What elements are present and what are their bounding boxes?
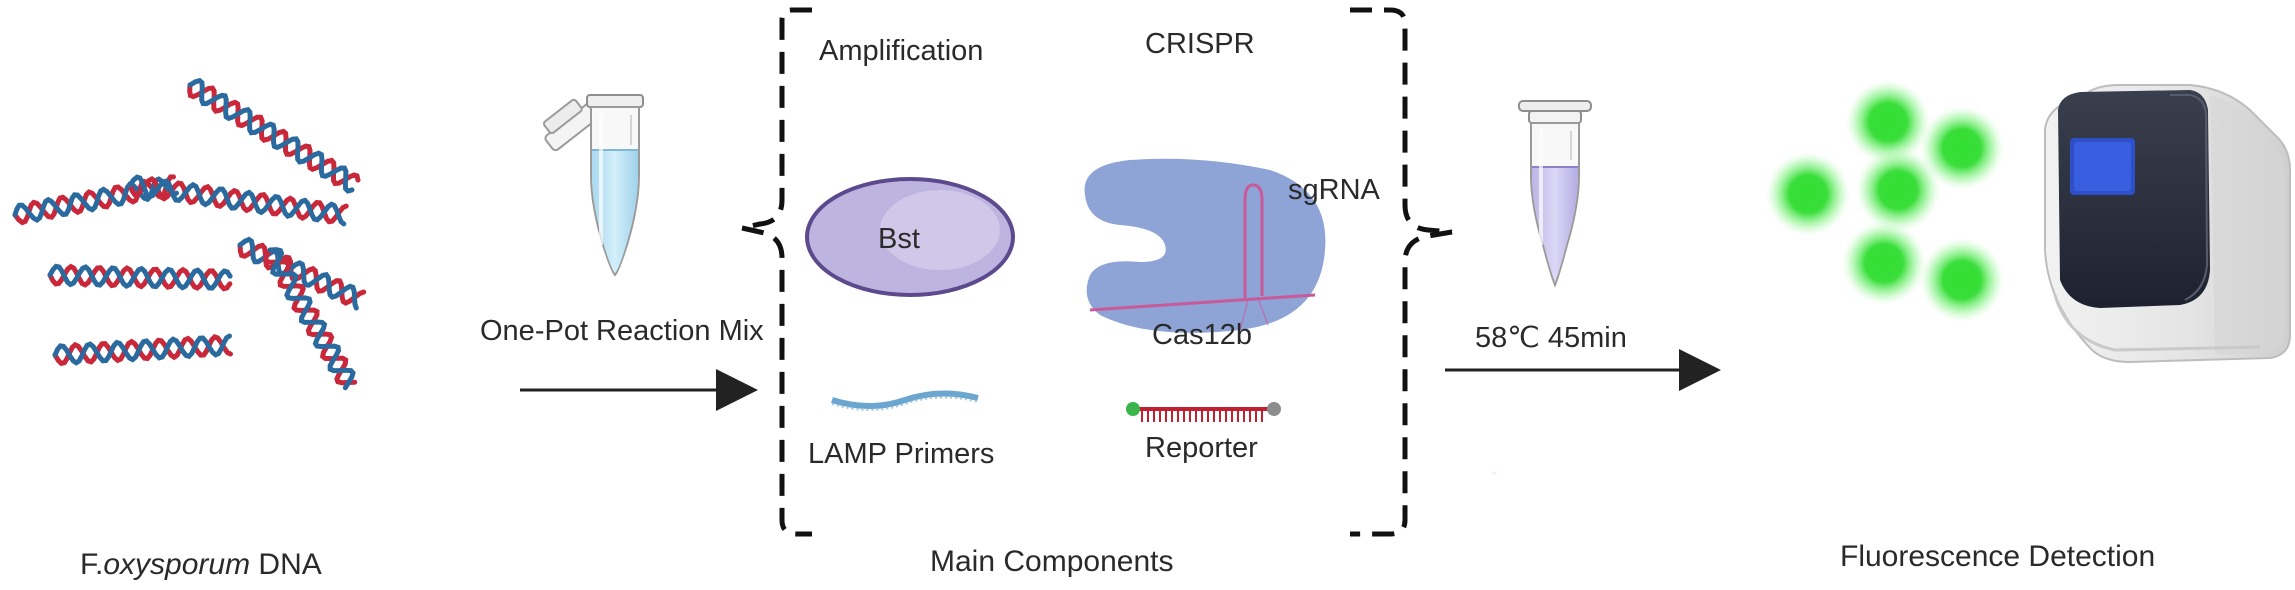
svg-text:‘‘: ‘‘	[1492, 469, 1497, 483]
crispr-label: CRISPR	[1145, 28, 1255, 60]
main-components-caption: Main Components	[930, 545, 1174, 578]
cas12b-label: Cas12b	[1152, 319, 1252, 351]
cas12b-protein-icon	[1084, 158, 1326, 333]
reaction-mix-label: One-Pot Reaction Mix	[480, 315, 764, 347]
amplification-label: Amplification	[819, 35, 984, 67]
fluorescence-caption: Fluorescence Detection	[1840, 540, 2156, 573]
dna-caption-suffix: DNA	[250, 548, 322, 581]
fluorescence-signal-icon	[1766, 80, 2004, 322]
dna-caption-species: oxysporum	[103, 548, 251, 581]
lamp-primers-label: LAMP Primers	[808, 438, 995, 470]
reporter-probe-icon	[1126, 402, 1281, 422]
lamp-primer-icon	[831, 390, 979, 411]
bst-label: Bst	[878, 223, 920, 255]
sgrna-label: sgRNA	[1288, 174, 1380, 206]
reporter-label: Reporter	[1145, 432, 1258, 464]
dna-caption: F.oxysporum DNA	[80, 550, 322, 580]
microcentrifuge-tube-icon	[542, 94, 644, 277]
dna-helix-icon	[12, 77, 367, 391]
bst-polymerase-icon	[805, 177, 1015, 297]
dna-caption-prefix: F.	[80, 548, 104, 581]
detection-instrument-icon	[2044, 84, 2291, 364]
bracket-icon	[741, 7, 1453, 537]
microcentrifuge-tube-icon	[1518, 100, 1592, 288]
conditions-label: 58℃ 45min	[1475, 322, 1627, 354]
